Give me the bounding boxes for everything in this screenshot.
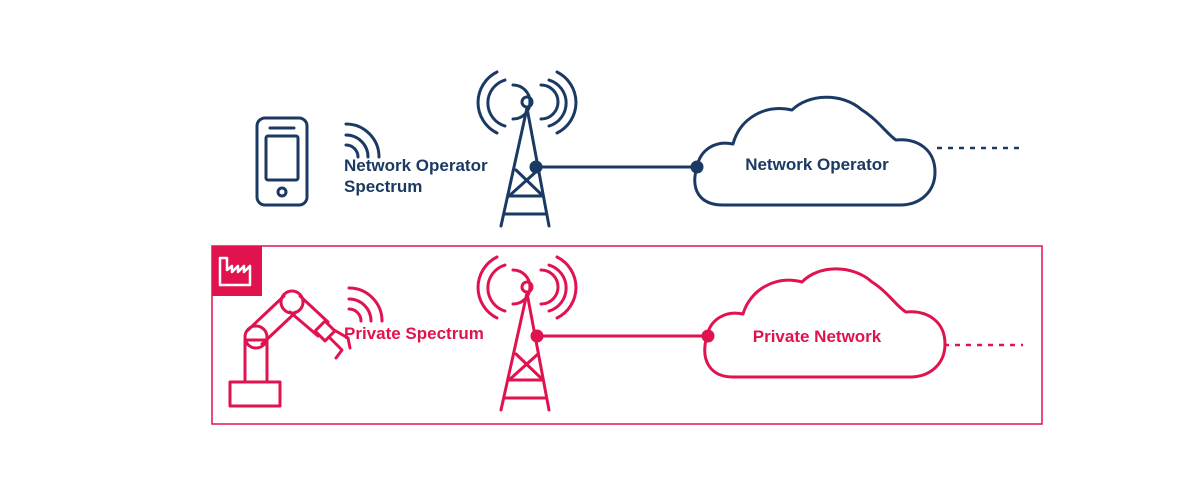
cloud-connection-line <box>937 146 1025 347</box>
private-cloud-icon <box>703 267 947 379</box>
operator-cloud-label: Network Operator <box>745 155 889 174</box>
private-cloud-label: Private Network <box>753 327 882 346</box>
operator-signal-icon <box>344 122 381 159</box>
operator-spectrum-label-line1: Network Operator <box>344 156 488 175</box>
private-signal-icon <box>347 286 384 323</box>
operator-link-dot-tower <box>529 160 543 174</box>
private-spectrum-label: Private Spectrum <box>344 324 484 343</box>
robot-arm-icon <box>228 289 352 408</box>
operator-cloud-icon <box>693 95 937 207</box>
operator-spectrum-label-line2: Spectrum <box>344 177 422 196</box>
factory-icon <box>212 246 262 296</box>
private-zone-frame <box>211 245 1043 425</box>
private-link-dot-tower <box>530 329 544 343</box>
operator-tower-icon <box>476 70 578 228</box>
smartphone-icon <box>255 116 309 207</box>
private-tower-icon <box>476 255 578 412</box>
